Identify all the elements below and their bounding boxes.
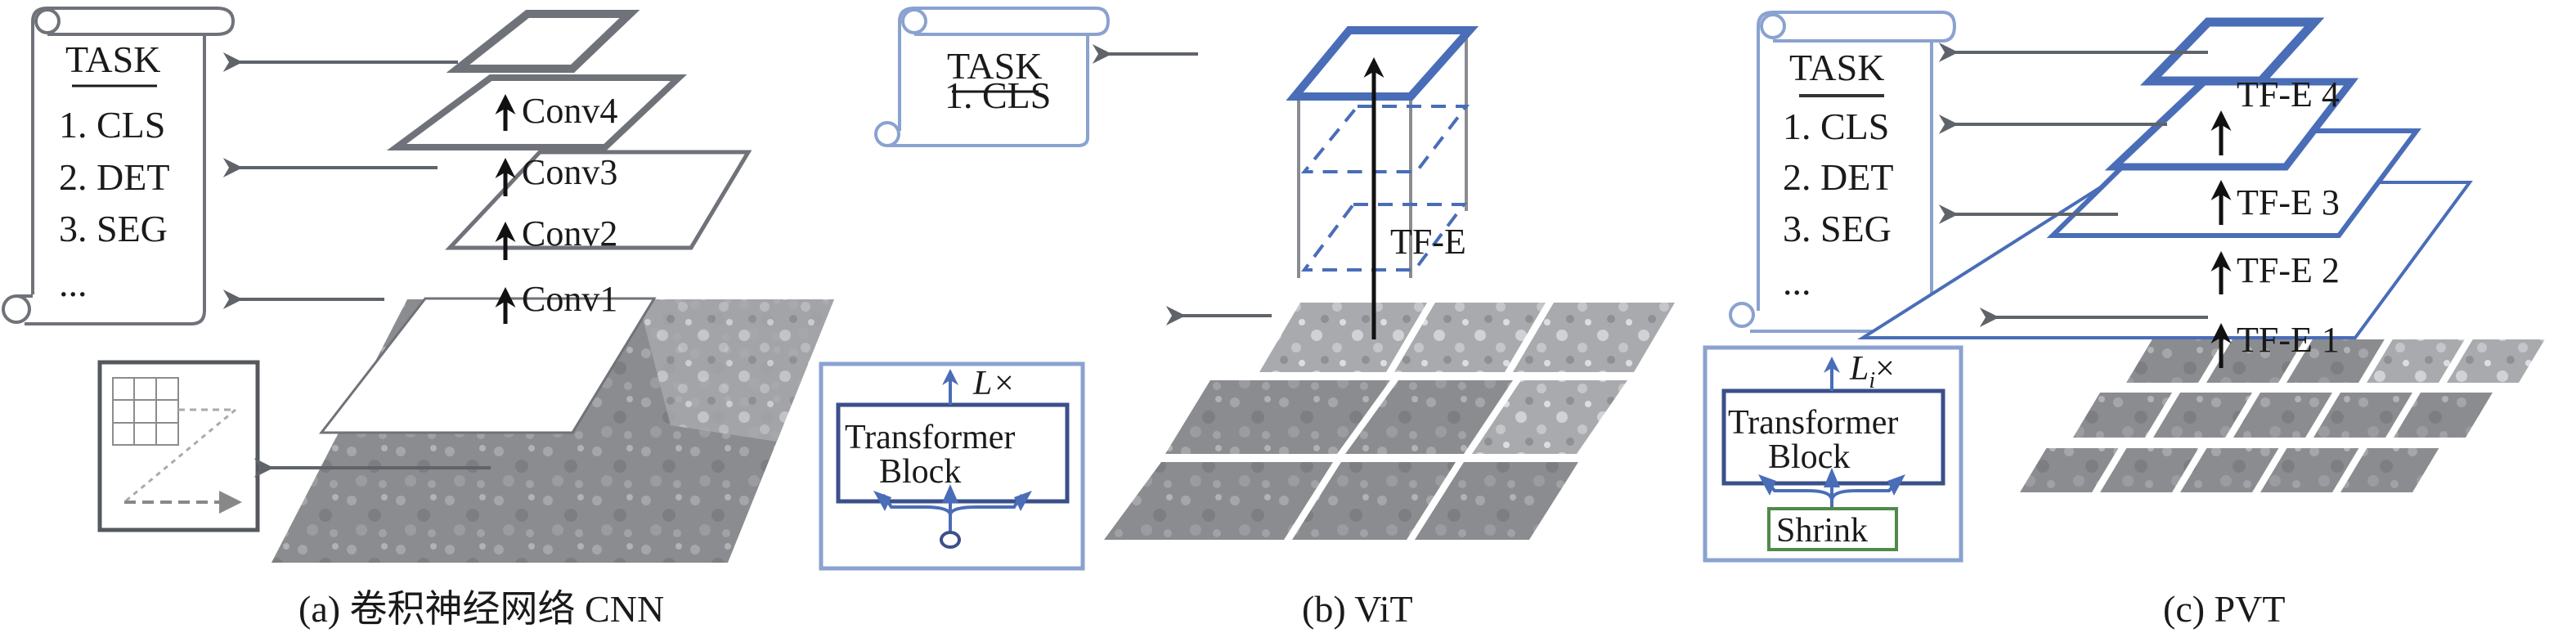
transformer-block — [836, 402, 1070, 504]
repeat-label: Li× — [1849, 350, 1895, 393]
feature-plane-2 — [318, 297, 657, 434]
image-patch — [2020, 448, 2119, 492]
task-title: TASK — [65, 38, 160, 80]
image-patch — [2367, 339, 2465, 383]
image-patch — [2260, 448, 2359, 492]
image-patch — [2340, 448, 2439, 492]
image-patch-grid-vit — [1104, 303, 1675, 540]
feature-plane-3 — [445, 150, 752, 250]
image-bright-region — [638, 299, 834, 442]
arrowhead-icon — [1758, 474, 1776, 496]
arrowhead-icon — [942, 484, 958, 503]
stage-label: Conv1 — [522, 279, 617, 319]
sliding-window-icon — [97, 360, 260, 532]
task-item: ... — [1783, 261, 1811, 303]
task-item: 1. CLS — [1783, 106, 1889, 147]
encoder-label: TF-E — [1390, 222, 1466, 262]
stage-label: Conv4 — [522, 91, 617, 131]
transformer-block-inset-vit: Transformer Block L× — [819, 361, 1085, 571]
transformer-block-inset-pvt: Shrink Transformer Block Li× — [1703, 345, 1963, 563]
task-scroll-cnn — [2, 7, 236, 325]
stage-label: TF-E 4 — [2237, 74, 2340, 114]
image-patch — [2180, 448, 2279, 492]
image-patch — [2073, 393, 2172, 438]
shrink-label: Shrink — [1776, 512, 1868, 550]
task-title: TASK — [947, 45, 1042, 87]
task-item: 1. CLS — [945, 74, 1051, 116]
task-scroll-vit — [874, 7, 1111, 147]
panel-pvt: TASK 1. CLS 2. DET 3. SEG ... TF-E 1 TF-… — [1703, 11, 2545, 630]
task-item: 2. DET — [59, 156, 169, 198]
image-patch — [2233, 393, 2332, 438]
stage-label: TF-E 3 — [2237, 182, 2340, 222]
image-patch — [2394, 393, 2493, 438]
block-label-line2: Block — [879, 453, 961, 491]
task-item: 3. SEG — [59, 208, 168, 249]
image-patch-grid-pvt — [2020, 339, 2545, 492]
arrowhead-icon — [1824, 468, 1840, 487]
transformer-block — [1721, 388, 1945, 486]
image-patch — [2206, 339, 2304, 383]
stage-label: TF-E 2 — [2237, 250, 2340, 290]
repeat-label: L× — [972, 365, 1016, 402]
image-patch — [2153, 393, 2252, 438]
task-item: 1. CLS — [59, 104, 165, 146]
block-label-line2: Block — [1768, 438, 1850, 476]
feature-plane-4 — [386, 74, 688, 150]
task-item: ... — [59, 263, 88, 304]
stage-label: TF-E 1 — [2237, 320, 2340, 360]
image-patch — [2313, 393, 2412, 438]
feature-plane-4 — [2104, 78, 2359, 171]
panel-vit: TASK 1. CLS TF-E — [819, 7, 1675, 630]
caption: (a) 卷积神经网络 CNN — [298, 588, 664, 630]
input-node-icon — [940, 531, 961, 549]
stage-label: Conv2 — [522, 213, 617, 254]
image-patch — [2100, 448, 2199, 492]
image-patch — [2126, 339, 2224, 383]
task-item: 2. DET — [1783, 156, 1893, 198]
arrowhead-icon — [1014, 491, 1032, 511]
task-title: TASK — [1789, 47, 1884, 88]
panel-cnn: TASK 1. CLS 2. DET 3. SEG ... — [2, 7, 834, 630]
arrowhead-icon — [1887, 474, 1905, 496]
image-patch — [2447, 339, 2545, 383]
caption: (c) PVT — [2163, 588, 2285, 630]
task-item: 3. SEG — [1783, 208, 1892, 249]
feature-plane-top — [2139, 17, 2325, 86]
stage-label: Conv3 — [522, 152, 617, 192]
block-label-line1: Transformer — [845, 419, 1015, 456]
shrink-module — [1767, 507, 1898, 551]
image-patch — [2287, 339, 2385, 383]
feature-plane-top — [446, 10, 640, 73]
caption: (b) ViT — [1302, 588, 1413, 630]
block-label-line1: Transformer — [1728, 404, 1898, 442]
arrowhead-icon — [873, 491, 891, 511]
